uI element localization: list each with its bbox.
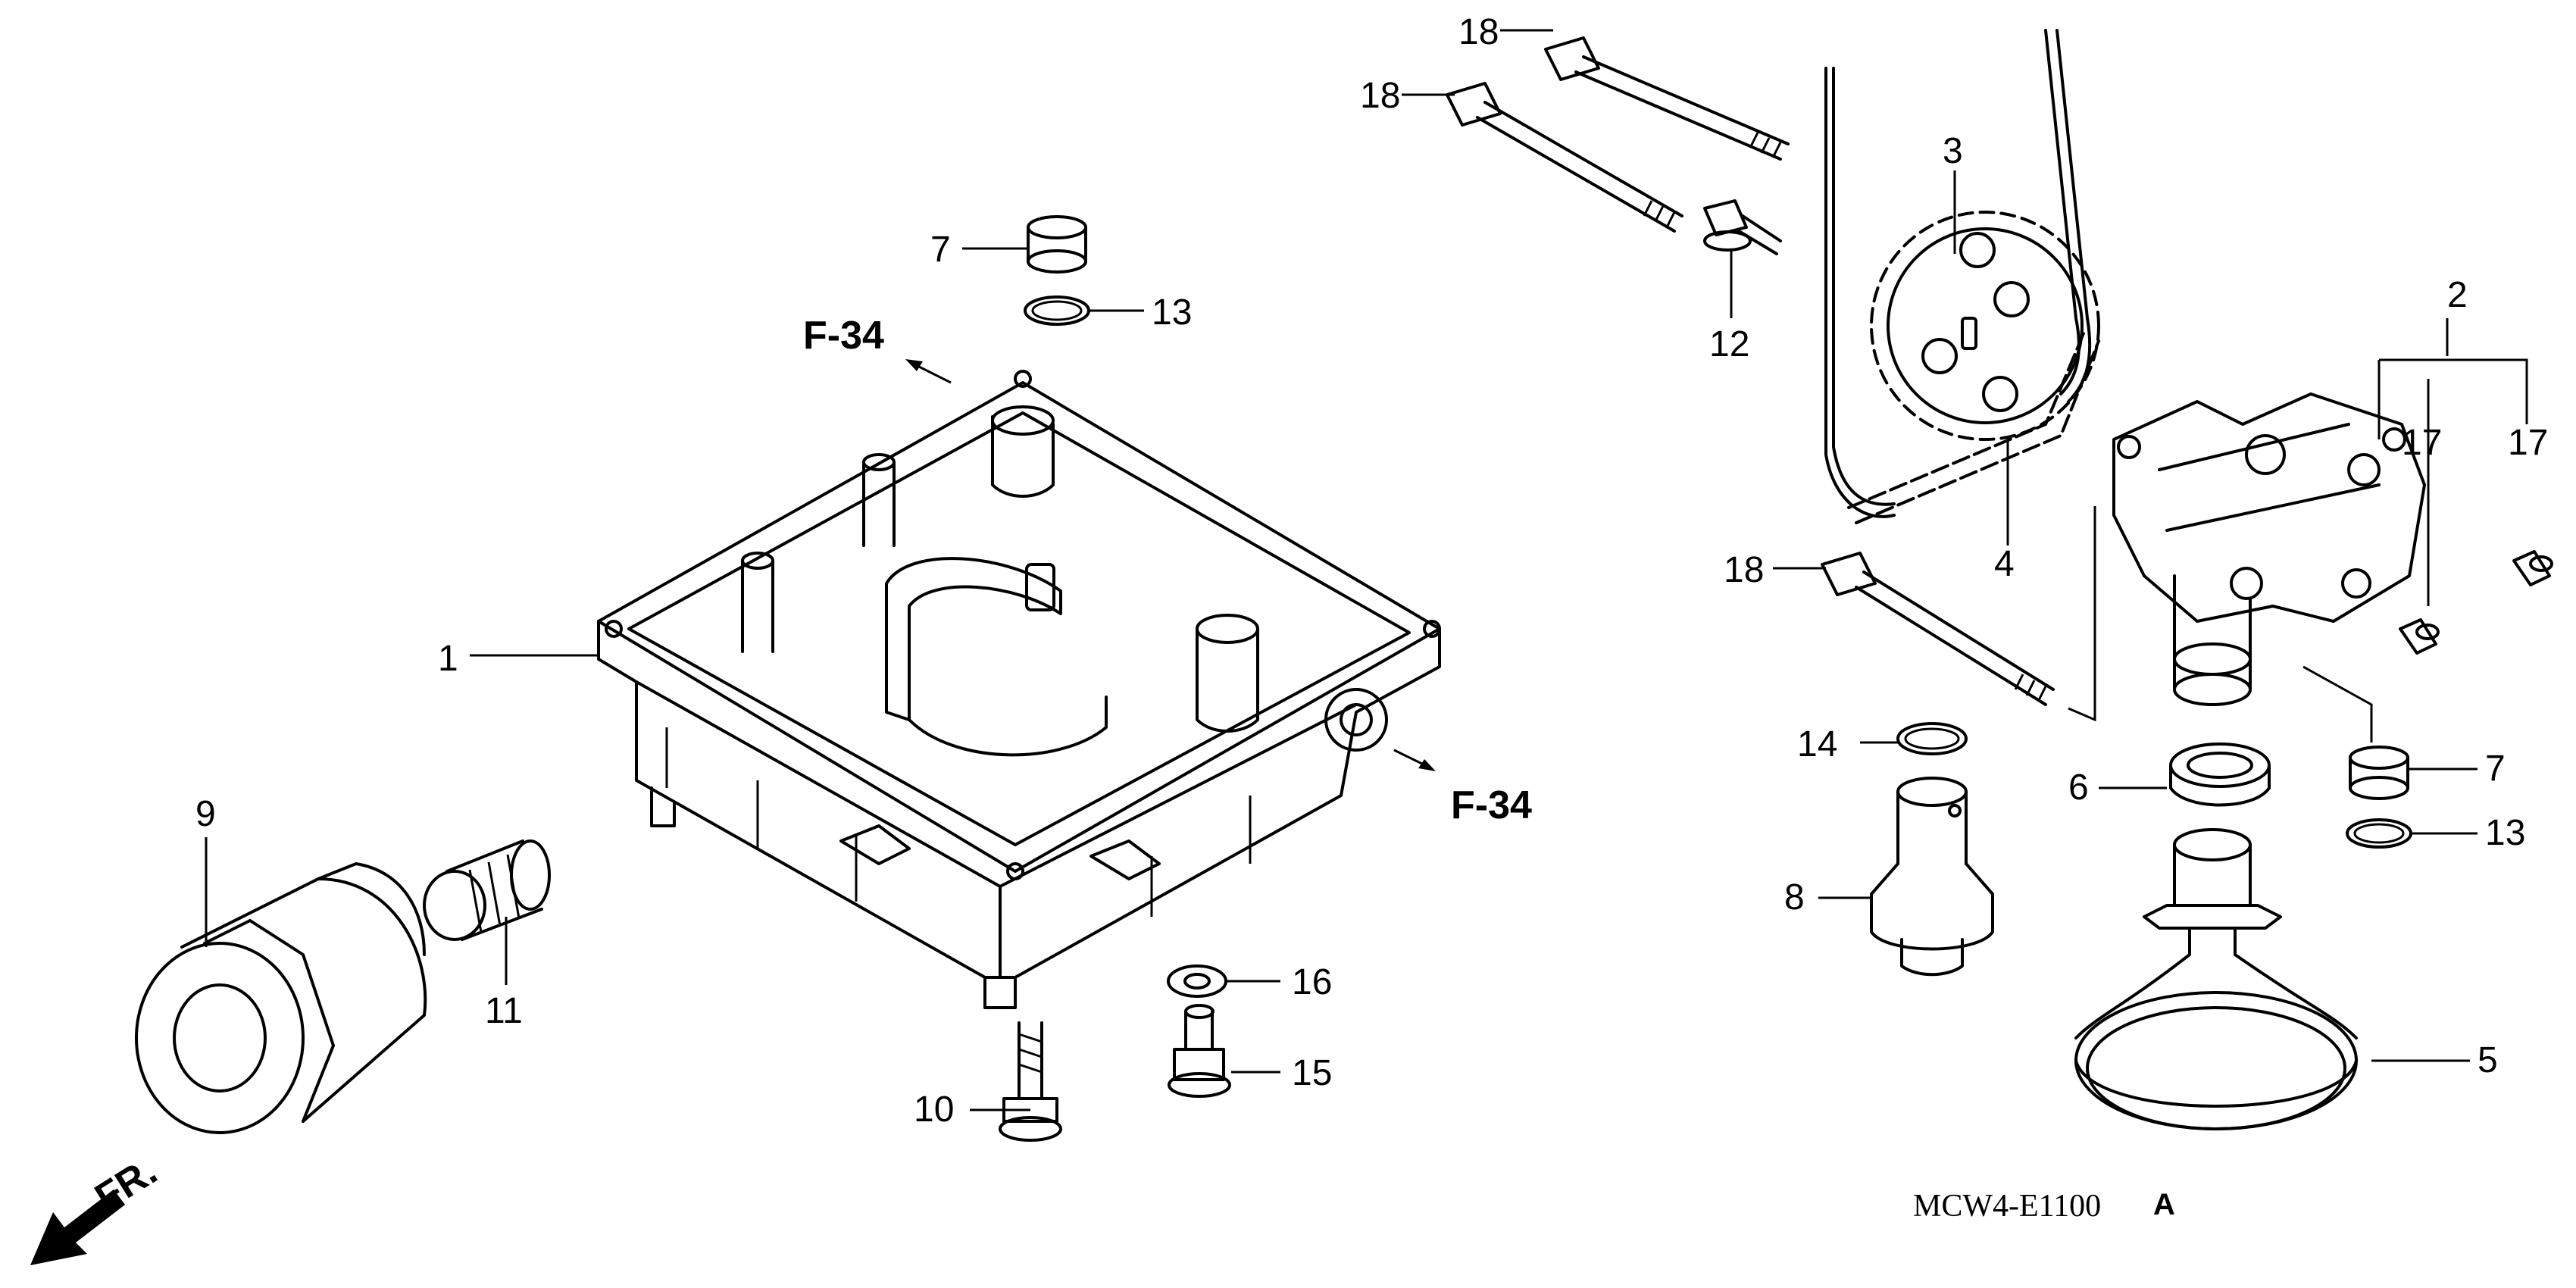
callout-4: 4 [1994,544,2015,584]
callout-2: 2 [2447,275,2468,315]
filter-nipple [423,839,551,941]
callout-labels: 1 2 3 4 5 6 7 7 8 9 10 11 12 13 13 14 15… [195,12,2548,1130]
oil-pump [2112,392,2426,706]
callout-11: 11 [485,991,523,1031]
callout-6: 6 [2068,767,2089,808]
oil-filter [135,862,427,1134]
callout-18-top: 18 [1458,12,1499,52]
dowel-17-b [2512,550,2553,586]
drive-chain [1824,29,2100,524]
oring-13-right [2346,818,2412,849]
dowel-7-right [2349,746,2409,800]
callout-12: 12 [1709,324,1749,364]
oring-14 [1896,722,1968,755]
drain-bolt [999,1021,1062,1142]
callout-5: 5 [2478,1040,2498,1080]
callout-18-low: 18 [1724,550,1764,590]
drawing-code: MCW4-E1100 [1913,1189,2101,1224]
callout-17-b: 17 [2508,423,2548,463]
bolt-15 [1168,1004,1231,1098]
reference-f34-right: F-34 [1451,783,1532,827]
sprocket [1870,211,2100,441]
callout-7-top: 7 [930,230,951,270]
callout-7-right: 7 [2485,749,2506,789]
seal-6 [2169,742,2271,807]
callout-14: 14 [1797,724,1837,764]
callout-8: 8 [1784,877,1805,918]
leader-lines [205,29,2528,1111]
callout-13-top: 13 [1152,292,1192,333]
callout-16: 16 [1292,962,1332,1002]
reference-f34-top: F-34 [803,314,884,358]
callout-1: 1 [438,639,458,679]
dowel-17-a [2399,618,2440,655]
oring-13-top [1024,295,1090,326]
relief-valve [1870,777,1994,977]
long-bolt-18-top [1544,36,1790,161]
reference-arrows [905,359,1436,771]
long-bolt-18-mid [1446,82,1683,233]
front-direction-arrow: FR. [30,1149,164,1265]
oil-strainer [2074,828,2358,1130]
callout-9: 9 [195,794,216,834]
callout-15: 15 [1292,1053,1332,1093]
callout-13-right: 13 [2485,813,2525,853]
oil-pan [597,370,1441,1009]
bolt-12 [1703,199,1782,255]
callout-17-a: 17 [2402,423,2442,463]
callout-18-mid: 18 [1360,76,1400,116]
drawing-code-suffix: A [2153,1188,2175,1221]
long-bolt-18-low [1821,552,2055,706]
callout-10: 10 [914,1089,954,1130]
callout-3: 3 [1943,131,1963,171]
washer-16 [1167,964,1227,998]
dowel-7-top [1027,215,1087,274]
